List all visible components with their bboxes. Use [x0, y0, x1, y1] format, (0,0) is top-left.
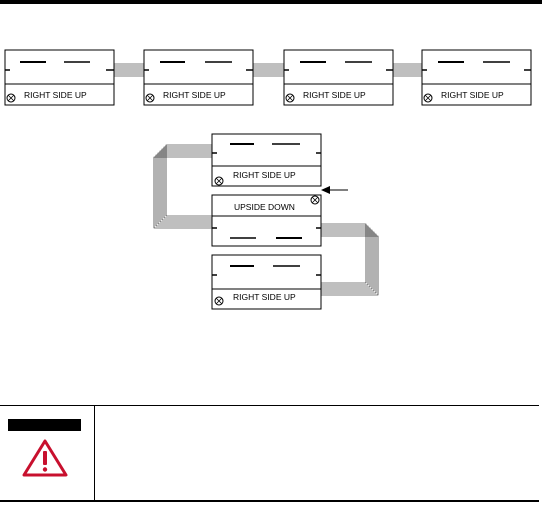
- module-right-side-up: RIGHT SIDE UP: [421, 49, 532, 106]
- label-right-side-up: RIGHT SIDE UP: [24, 90, 87, 100]
- divider: [94, 406, 95, 502]
- ribbon-cable: [321, 223, 379, 296]
- ribbon-cable: [114, 63, 144, 77]
- label-right-side-up: RIGHT SIDE UP: [303, 90, 366, 100]
- ribbon-cable: [153, 144, 212, 229]
- top-rule: [0, 0, 542, 4]
- arrow-pointer: [321, 186, 348, 194]
- ribbon-cable: [393, 63, 422, 77]
- module-right-side-up: RIGHT SIDE UP: [211, 254, 322, 310]
- module-right-side-up: RIGHT SIDE UP: [211, 133, 322, 187]
- module-right-side-up: RIGHT SIDE UP: [143, 49, 254, 106]
- label-upside-down: UPSIDE DOWN: [234, 202, 295, 212]
- warning-box: [0, 405, 539, 502]
- label-right-side-up: RIGHT SIDE UP: [233, 292, 296, 302]
- warning-badge: [8, 419, 81, 431]
- warning-triangle-icon: [22, 439, 68, 482]
- label-right-side-up: RIGHT SIDE UP: [163, 90, 226, 100]
- label-right-side-up: RIGHT SIDE UP: [441, 90, 504, 100]
- label-right-side-up: RIGHT SIDE UP: [233, 170, 296, 180]
- module-right-side-up: RIGHT SIDE UP: [283, 49, 394, 106]
- module-right-side-up: RIGHT SIDE UP: [4, 49, 115, 106]
- ribbon-cable: [253, 63, 284, 77]
- module-orientation-diagram: RIGHT SIDE UP RIGHT SIDE UP RIGHT: [4, 49, 532, 310]
- module-upside-down: UPSIDE DOWN: [211, 194, 322, 247]
